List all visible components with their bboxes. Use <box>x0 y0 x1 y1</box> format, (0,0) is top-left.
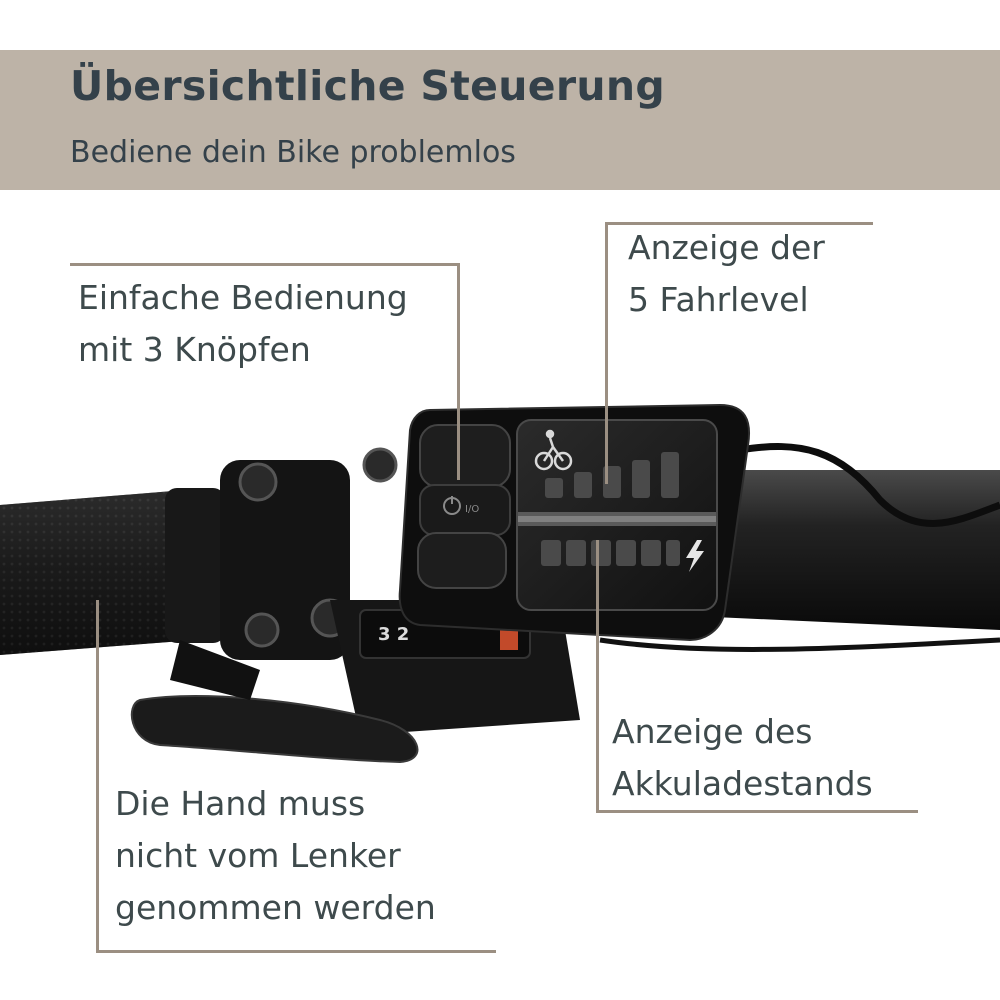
callout-line-hand-vertical <box>96 600 99 952</box>
callout-battery-line1: Anzeige des <box>612 712 813 751</box>
lightning-icon <box>686 540 704 572</box>
svg-text:I/O: I/O <box>465 504 479 515</box>
callout-line-levels <box>605 222 873 225</box>
callout-line-buttons-vertical <box>457 263 460 480</box>
callout-levels: Anzeige der 5 Fahrlevel <box>628 222 825 326</box>
minus-button <box>417 532 507 589</box>
callout-battery: Anzeige des Akkuladestands <box>612 706 873 810</box>
callout-line-levels-vertical <box>605 222 608 484</box>
callout-line-battery-vertical <box>596 540 599 812</box>
callout-line-buttons <box>70 263 460 266</box>
callout-line-hand <box>96 950 496 953</box>
callout-levels-line2: 5 Fahrlevel <box>628 280 809 319</box>
page-title: Übersichtliche Steuerung <box>70 62 665 110</box>
header-banner <box>0 50 1000 190</box>
callout-buttons-line2: mit 3 Knöpfen <box>78 330 311 369</box>
brake-lever <box>130 695 419 764</box>
assist-level-bars <box>545 452 679 498</box>
callout-hand-line1: Die Hand muss <box>115 784 366 823</box>
callout-levels-line1: Anzeige der <box>628 228 825 267</box>
callout-line-battery <box>596 810 918 813</box>
callout-hand-line3: genommen werden <box>115 888 436 927</box>
callout-hand-line2: nicht vom Lenker <box>115 836 401 875</box>
display-cable <box>739 443 1000 527</box>
callout-hand: Die Hand muss nicht vom Lenker genommen … <box>115 778 436 934</box>
callout-battery-line2: Akkuladestands <box>612 764 873 803</box>
callout-buttons: Einfache Bedienung mit 3 Knöpfen <box>78 272 408 376</box>
cyclist-icon <box>534 429 573 471</box>
shifter-gear-label: 3 2 <box>378 624 409 645</box>
page-subtitle: Bediene dein Bike problemlos <box>70 135 516 170</box>
callout-buttons-line1: Einfache Bedienung <box>78 278 408 317</box>
plus-button <box>419 424 511 488</box>
